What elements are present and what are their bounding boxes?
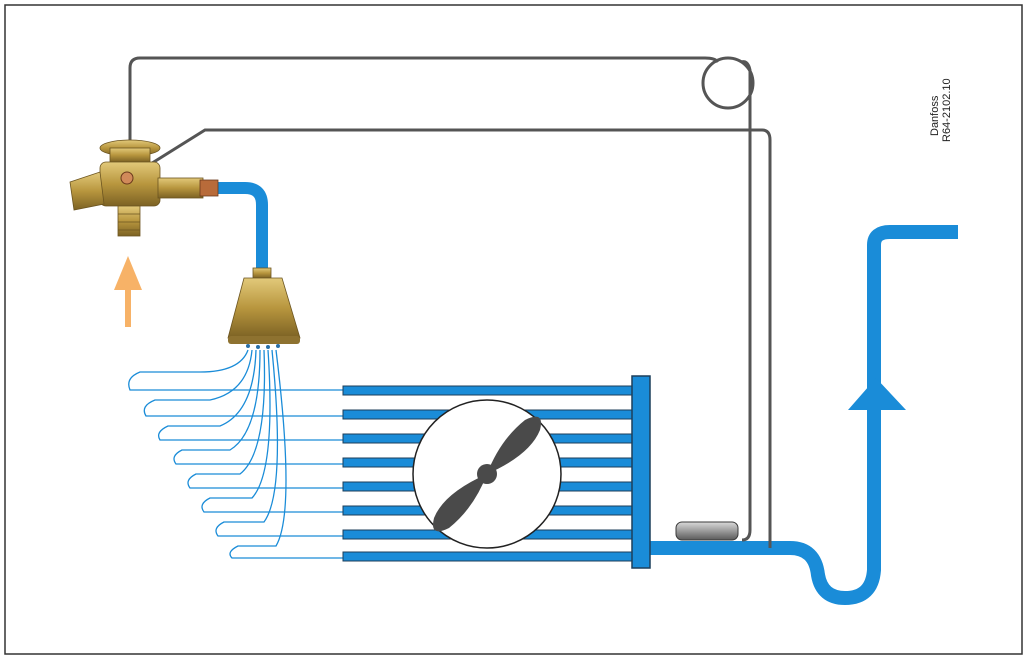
distributor-icon xyxy=(227,267,301,349)
flow-arrow-icon xyxy=(848,378,906,410)
external-equalizer-line xyxy=(124,128,772,548)
brand-label: Danfoss xyxy=(929,95,941,136)
inlet-arrow-icon xyxy=(114,256,142,327)
capillary-tube xyxy=(128,56,752,542)
expansion-valve-icon xyxy=(69,139,219,237)
capillary-coil xyxy=(701,56,755,110)
sensing-bulb-icon xyxy=(675,521,739,541)
frame-border xyxy=(4,4,1023,655)
liquid-outlet-pipe xyxy=(215,182,268,272)
fan-icon xyxy=(433,416,541,532)
drawing-code-label: R64-2102.10 xyxy=(941,78,953,142)
suction-line-pipe xyxy=(650,225,958,606)
distributor-tubes xyxy=(128,349,345,559)
suction-header xyxy=(631,375,651,569)
manufacturer-label: Danfoss R64-2102.10 xyxy=(925,60,965,160)
